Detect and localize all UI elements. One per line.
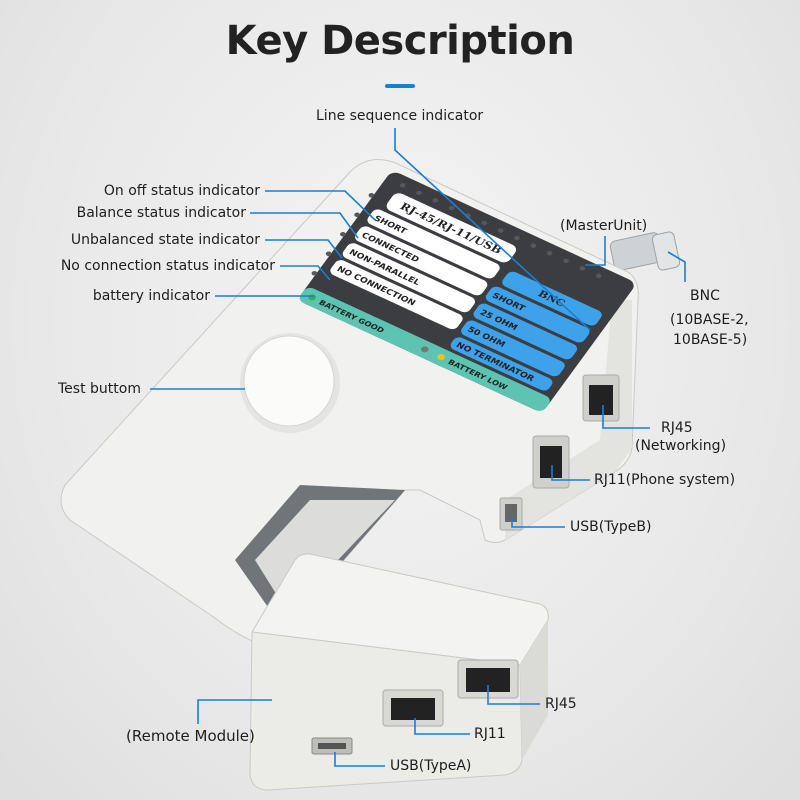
label-usb-a: USB(TypeA) bbox=[390, 758, 472, 774]
bnc-connector bbox=[609, 231, 681, 271]
page-title: Key Description bbox=[225, 18, 575, 64]
label-no-connection: No connection status indicator bbox=[60, 258, 275, 274]
label-battery: battery indicator bbox=[92, 288, 210, 304]
test-button[interactable] bbox=[243, 335, 335, 427]
rj11-port-master bbox=[540, 446, 562, 478]
led-row bbox=[311, 183, 602, 279]
label-bnc: BNC bbox=[690, 288, 720, 304]
label-on-off: On off status indicator bbox=[103, 183, 260, 199]
label-bnc-spec-1: (10BASE-2, bbox=[670, 312, 749, 328]
label-rj11-remote: RJ11 bbox=[474, 726, 506, 742]
label-line-sequence: Line sequence indicator bbox=[316, 108, 484, 124]
title-underline bbox=[385, 84, 415, 88]
label-balance: Balance status indicator bbox=[76, 205, 246, 221]
battery-led-off bbox=[420, 346, 429, 353]
indicator-panel: RJ-45/RJ-11/USB SHORT CONNECTED NON-PARA… bbox=[299, 172, 634, 411]
label-rj45-master-sub: (Networking) bbox=[635, 438, 727, 454]
remote-module bbox=[249, 553, 549, 791]
label-rj11-master: RJ11(Phone system) bbox=[594, 472, 736, 488]
usb-b-port bbox=[505, 504, 517, 522]
rj45-port-master bbox=[589, 385, 613, 415]
label-master-unit: (MasterUnit) bbox=[560, 218, 648, 234]
usb-a-port bbox=[318, 743, 346, 749]
label-rj45-master: RJ45 bbox=[661, 420, 693, 436]
label-test-button: Test buttom bbox=[58, 381, 141, 397]
battery-low-led bbox=[437, 353, 445, 360]
leader-lines bbox=[150, 128, 686, 767]
label-remote-module: (Remote Module) bbox=[126, 727, 255, 745]
label-usb-b: USB(TypeB) bbox=[570, 519, 652, 535]
rj11-port-remote bbox=[391, 698, 435, 720]
label-unbalanced: Unbalanced state indicator bbox=[70, 232, 260, 248]
master-ports bbox=[499, 374, 620, 531]
label-rj45-remote: RJ45 bbox=[545, 696, 577, 712]
label-bnc-spec-2: 10BASE-5) bbox=[673, 332, 748, 348]
